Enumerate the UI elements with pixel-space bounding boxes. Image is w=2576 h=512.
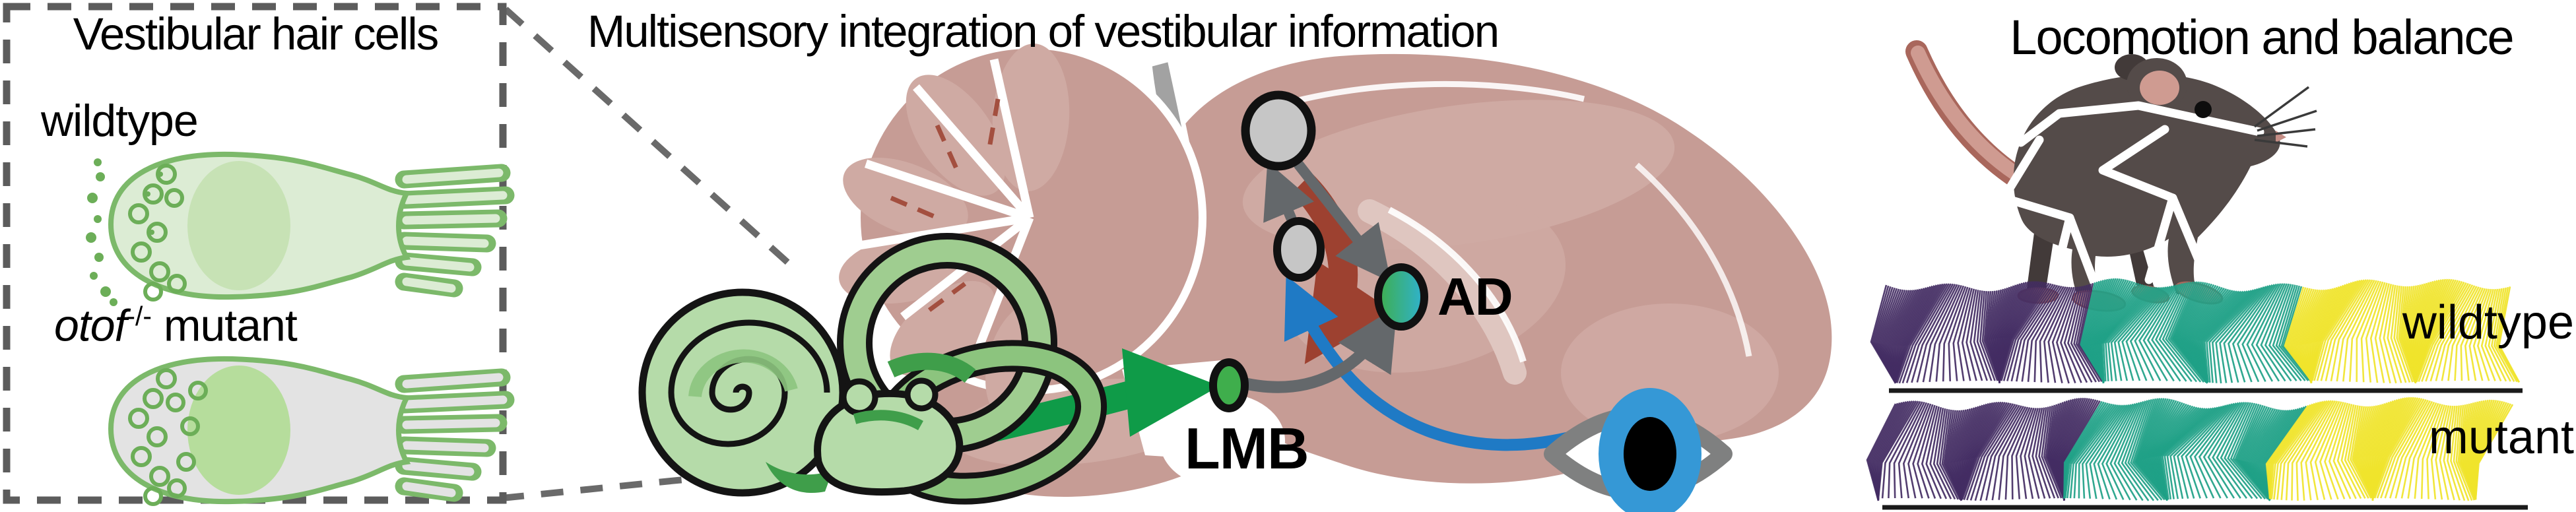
lmb-node-label: LMB bbox=[1185, 416, 1309, 481]
topnode-to-ad-gray-arrow bbox=[1294, 160, 1391, 282]
wildtype-trace-label: wildtype bbox=[2402, 296, 2574, 349]
mutant-word: mutant bbox=[151, 300, 298, 351]
mutant-cell-label: otof-/- mutant bbox=[54, 300, 298, 351]
right-panel-title: Locomotion and balance bbox=[2010, 10, 2514, 65]
midnode-to-topnode-gray-arrow bbox=[1263, 161, 1314, 223]
brain-illustration bbox=[839, 41, 1832, 497]
thalamus-node bbox=[1273, 217, 1325, 282]
cortex-node bbox=[1241, 90, 1316, 171]
ribbon-synapses bbox=[128, 368, 208, 506]
lmb-node bbox=[1209, 358, 1249, 412]
zoom-callout-lines bbox=[501, 7, 792, 501]
eye-to-node-blue-arrow bbox=[1284, 275, 1583, 451]
mutant-hair-cell bbox=[108, 356, 515, 506]
gait-trace-wildtype bbox=[1870, 278, 2521, 384]
mouse-eye bbox=[2195, 101, 2212, 118]
synaptic-vesicles bbox=[86, 158, 163, 306]
gene-name: otof bbox=[54, 300, 127, 351]
lmb-to-ad-gray-arrow bbox=[1241, 306, 1397, 393]
wildtype-hair-cell bbox=[86, 151, 515, 306]
inner-ear-illustration bbox=[638, 233, 1107, 505]
circuit-nodes bbox=[1209, 90, 1428, 412]
ground-lines bbox=[1882, 388, 2528, 510]
eye-illustration bbox=[1544, 388, 1733, 512]
mouse-skeleton bbox=[1999, 101, 2264, 303]
pupil bbox=[1624, 417, 1676, 491]
mouse-whiskers bbox=[2253, 86, 2317, 148]
mouse-illustration bbox=[1905, 40, 2317, 312]
ad-node bbox=[1374, 263, 1428, 331]
left-panel-title: Vestibular hair cells bbox=[73, 9, 439, 59]
ad-node-label: AD bbox=[1437, 267, 1513, 326]
nucleus bbox=[187, 161, 290, 290]
allele-superscript: -/- bbox=[126, 301, 152, 331]
wildtype-cell-label: wildtype bbox=[41, 96, 199, 146]
middle-panel-title: Multisensory integration of vestibular i… bbox=[587, 6, 1500, 57]
circuit-arrows bbox=[1241, 160, 1583, 451]
gait-trace-mutant bbox=[1866, 397, 2514, 501]
nucleus bbox=[187, 366, 290, 495]
mutant-trace-label: mutant bbox=[2428, 411, 2574, 464]
ribbon-synapses bbox=[128, 164, 187, 302]
